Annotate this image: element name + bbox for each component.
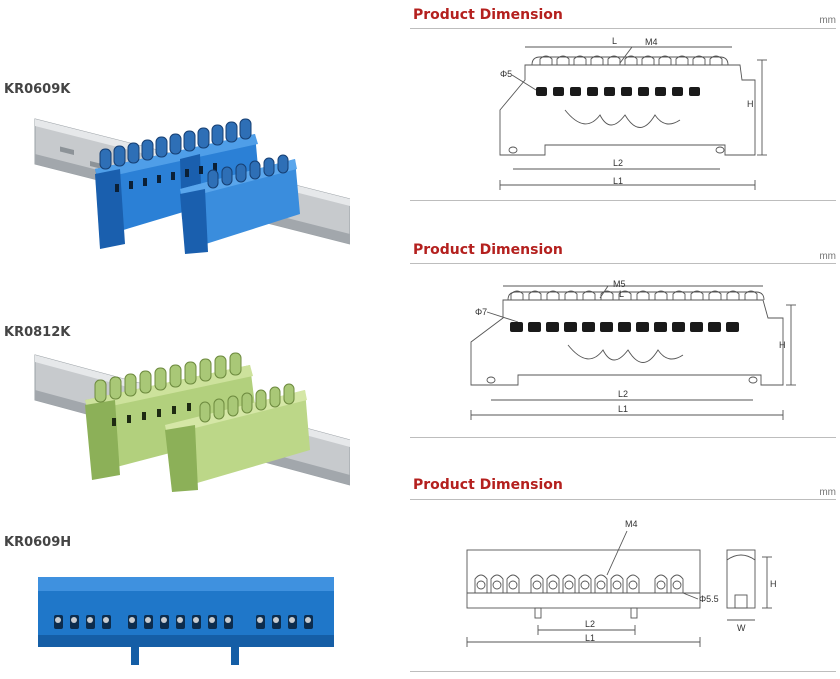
product-model-label: KR0609H [4,535,72,550]
dim-label: W [737,623,746,633]
product-photo-kr0609k [34,118,350,254]
product-photo-kr0609h [38,577,334,665]
dim-label: L2 [618,389,628,399]
unit-label: mm [819,251,836,262]
dim-label: M4 [645,37,658,47]
dimension-drawing-kr0812k: M5 L Φ7 H L2 L1 [470,279,796,420]
product-model-label: KR0812K [4,325,71,340]
unit-label: mm [819,487,836,498]
dim-label: Φ5 [500,69,512,79]
section-title: Product Dimension [413,477,563,493]
section-title: Product Dimension [413,7,563,23]
section-divider [410,671,836,672]
dimension-drawing-kr0609h: M4 Φ5.5 L2 L1 H W [466,519,777,647]
dim-label: M5 [613,279,626,289]
unit-label: mm [819,15,836,26]
dim-label: Φ5.5 [699,594,719,604]
dimension-drawing-kr0609k: L M4 Φ5 H L2 L1 [499,36,767,190]
dim-label: H [779,340,786,350]
dim-label: Φ7 [475,307,487,317]
dim-label: H [747,99,754,109]
dim-label: L [619,289,624,299]
section-title: Product Dimension [413,242,563,258]
dim-label: L2 [613,158,623,168]
dim-label: M4 [625,519,638,529]
section-divider [410,28,836,29]
dim-label: L [612,36,617,46]
section-divider [410,437,836,438]
product-photo-kr0812k [34,352,350,492]
dim-label: L1 [618,404,628,414]
dim-label: L1 [585,633,595,643]
dim-label: H [770,579,777,589]
product-model-label: KR0609K [4,82,71,97]
section-divider [410,263,836,264]
section-divider [410,200,836,201]
dim-label: L1 [613,176,623,186]
section-divider [410,499,836,500]
dim-label: L2 [585,619,595,629]
